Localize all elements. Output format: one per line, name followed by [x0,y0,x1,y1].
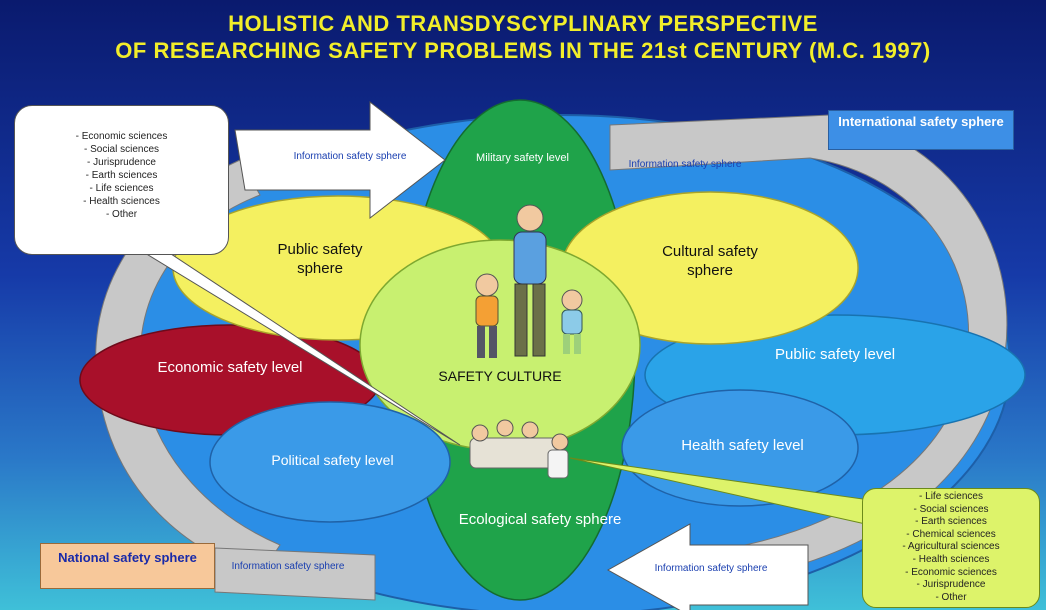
science-list-item: - Economic sciences [905,566,997,578]
science-list-item: - Jurisprudence [916,579,986,591]
cultural-safety-sphere-label: Cultural safety sphere [662,243,758,279]
science-list-item: - Social sciences [913,503,989,515]
callout-right-sciences: - Life sciences- Social sciences- Earth … [862,488,1040,608]
public-safety-sphere-label: Public safety sphere [277,241,363,277]
information-safety-sphere-bottom-left: Information safety sphere [231,561,345,572]
health-safety-level-label: Health safety level [681,437,804,454]
national-safety-sphere-tag: National safety sphere [40,543,215,589]
callout-right-list: - Life sciences- Social sciences- Earth … [863,491,1039,604]
callout-left-sciences: - Economic sciences - Social sciences - Ju… [14,105,229,255]
science-list-item: - Agricultural sciences [902,541,1000,553]
science-list-item: - Economic sciences [75,131,168,142]
political-shape [209,401,451,523]
science-list-item: - Life sciences [89,183,154,194]
science-list-item: - Health sciences [83,196,160,207]
economic-safety-level-label: Economic safety level [157,359,303,376]
gray-pointer-bottom-left [214,547,376,601]
international-tag-text: International safety sphere [838,114,1004,129]
title-line-1: HOLISTIC AND TRANSDYSCYPLINARY PERSPECTI… [228,11,818,36]
science-list-item: - Life sciences [919,491,983,502]
callout-left-list: - Economic sciences - Social sciences - Ju… [15,130,228,221]
information-safety-sphere-top-right: Information safety sphere [628,159,742,170]
political-safety-level-label: Political safety level [271,452,394,468]
white-arrow-top-left [234,100,446,220]
science-list-item: - Chemical sciences [906,528,996,540]
science-list-item: - Earth sciences [915,516,987,528]
national-tag-text: National safety sphere [58,550,197,565]
information-safety-sphere-top-left: Information safety sphere [293,151,407,162]
white-arrow-bottom-right [606,523,809,610]
ecological-safety-sphere-label: Ecological safety sphere [458,511,622,528]
public-safety-level-label: Public safety level [774,346,896,363]
information-safety-sphere-bottom-right: Information safety sphere [654,563,768,574]
safety-culture-label: SAFETY CULTURE [438,368,562,384]
science-list-item: - Jurisprudence [87,157,156,168]
international-safety-sphere-tag: International safety sphere [828,110,1014,150]
science-list-item: - Social sciences [83,144,160,155]
science-list-item: - Other [935,591,967,603]
researchers-illustration [469,419,569,479]
science-list-item: - Earth sciences [85,170,158,181]
science-list-item: - Other [105,209,138,220]
science-list-item: - Health sciences [912,553,990,565]
title-line-2: OF RESEARCHING SAFETY PROBLEMS IN THE 21… [115,38,931,63]
military-safety-level-label: Military safety level [476,152,569,164]
diagram-title: HOLISTIC AND TRANSDYSCYPLINARY PERSPECTI… [0,10,1046,64]
family-illustration [475,204,583,358]
